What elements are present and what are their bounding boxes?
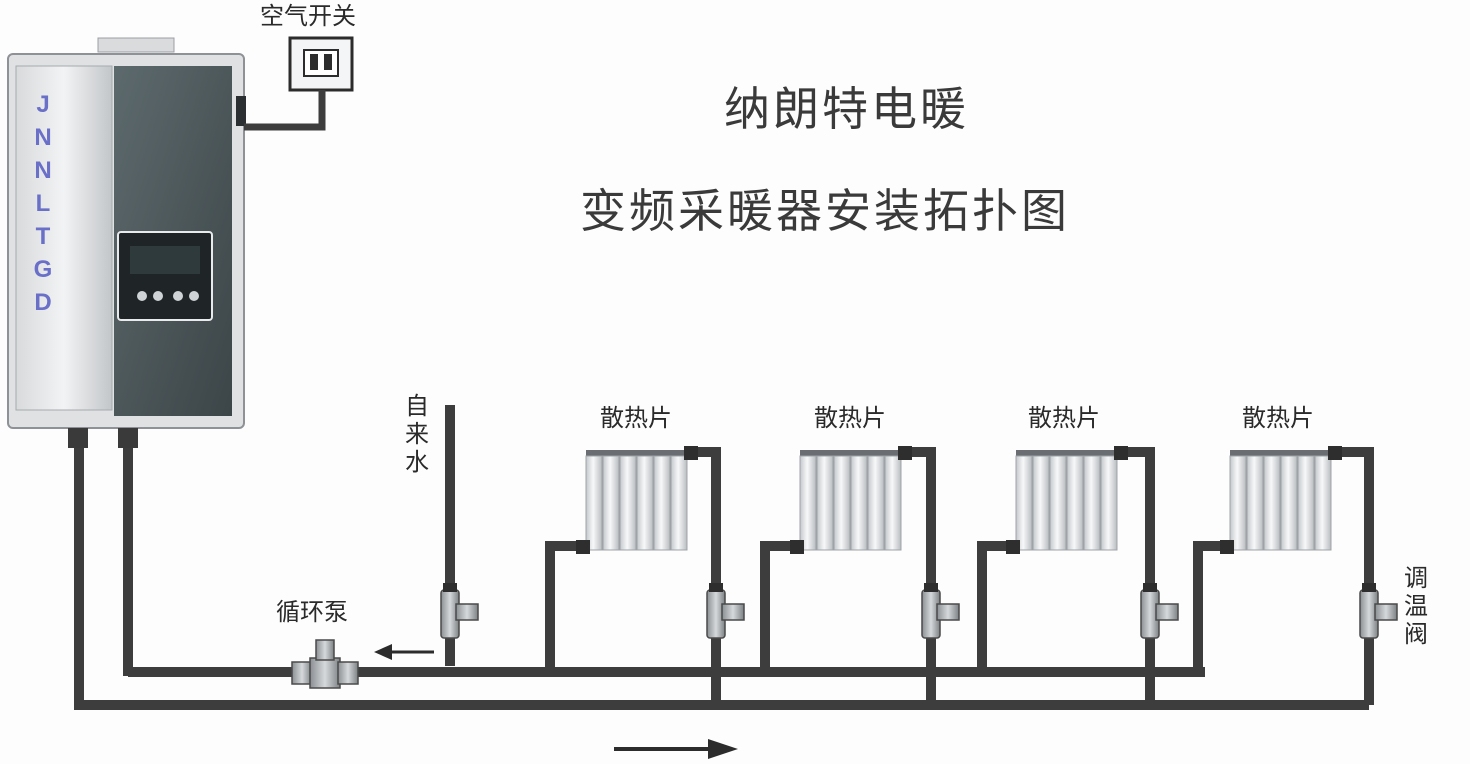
radiator-3-valve [1140,583,1179,639]
circulation-pump-label: 循环泵 [276,598,348,626]
brand-letter: L [35,190,51,217]
brand-letter: N [34,157,52,184]
radiator-2-inlet [760,541,800,672]
tap-water-valve [440,583,479,639]
radiator-4-outlet [1333,447,1374,705]
air-switch-box [288,36,354,92]
control-display [117,231,213,321]
radiator-4-label: 散热片 [1242,404,1314,432]
radiator-4 [1220,446,1342,554]
diagram-title: 纳朗特电暖 [724,82,969,136]
brand-letter: N [34,124,52,151]
heater-brand-letters: J N N L T G D [24,88,62,319]
tap-water-label: 自来水 [405,392,429,476]
tap-water-flow-arrow [374,644,434,660]
power-cable [244,90,326,131]
flow-direction-arrow [614,739,738,759]
radiator-2 [790,446,912,554]
radiator-1-label: 散热片 [600,404,672,432]
radiator-2-valve [921,583,960,639]
radiator-1-inlet [545,541,586,672]
diagram-subtitle: 变频采暖器安装拓扑图 [580,184,1070,238]
brand-letter: J [36,91,50,118]
thermostat-valve [1359,583,1398,639]
brand-letter: D [34,289,52,316]
brand-letter: G [33,256,53,283]
thermostat-valve-label: 调温阀 [1404,564,1428,648]
radiator-2-label: 散热片 [814,404,886,432]
radiator-1-valve [706,583,745,639]
radiator-1 [576,446,698,554]
radiator-3-inlet [977,541,1016,672]
radiator-4-inlet [1193,541,1230,672]
radiator-3-label: 散热片 [1028,404,1100,432]
air-switch-label: 空气开关 [260,2,356,30]
circulation-pump [291,639,359,689]
brand-letter: T [35,223,51,250]
radiator-3 [1006,446,1128,554]
heater-unit [7,37,246,448]
